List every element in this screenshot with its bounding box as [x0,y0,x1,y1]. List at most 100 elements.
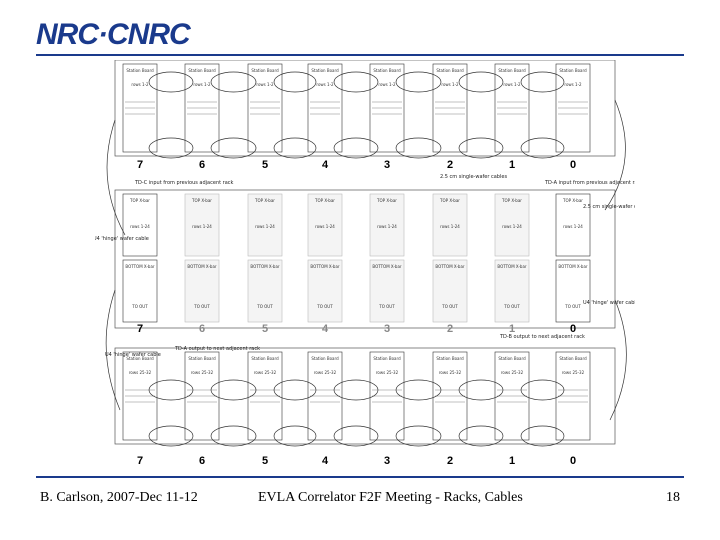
board-label: TOP X-bar [376,198,397,203]
board-label: BOTTOM X-bar [372,264,401,269]
footer-author-date: B. Carlson, 2007-Dec 11-12 [40,490,198,505]
cable-loop [148,137,194,159]
xbar-board-top [494,193,530,257]
rack-frame [114,189,616,329]
board-label: Station Board [498,356,526,361]
xbar-board-top [555,193,591,257]
board-rows-label: rows 1-2 [378,82,396,87]
slot-number: 0 [570,159,576,171]
cable-loop [273,425,317,447]
slot-number: 6 [199,455,205,467]
cable-loop [395,379,442,401]
board-rows-label: rows 25-32 [501,370,524,375]
board-rows-label: rows 25-32 [254,370,277,375]
slot-number: 7 [137,323,143,335]
footer-meeting-title: EVLA Correlator F2F Meeting - Racks, Cab… [258,490,523,505]
board-rows-label: rows 1-24 [255,224,275,229]
cable-loop [333,379,379,401]
cable-loop [458,137,504,159]
cable-loop [458,425,504,447]
xbar-board-bottom [122,259,158,323]
cable-loop [210,425,257,447]
board-label: Station Board [436,68,464,73]
xbar-board-bottom [369,259,405,323]
board-label: Station Board [559,356,587,361]
cable-loop [520,425,565,447]
board-rows-label: rows 1-2 [564,82,582,87]
cable-loop [148,379,194,401]
board-label: Station Board [559,68,587,73]
slot-number: 2 [447,323,453,335]
cable-loop [148,71,194,93]
cable-loop [458,71,504,93]
cable-loop [520,137,565,159]
board-output-label: TO OUT [564,304,581,309]
slot-number: 4 [322,455,329,467]
cable-loop [333,71,379,93]
return-cable [106,119,126,236]
board-rows-label: rows 1-24 [315,224,335,229]
board-rows-label: rows 1-24 [502,224,522,229]
xbar-board-top [247,193,283,257]
header-rule [36,54,684,56]
board-output-label: TO OUT [316,304,333,309]
xbar-board-top [369,193,405,257]
board-label: Station Board [126,68,154,73]
slot-number: 3 [384,455,390,467]
xbar-board-bottom [555,259,591,323]
board-label: Station Board [251,356,279,361]
slot-number: 2 [447,159,453,171]
board-label: Station Board [498,68,526,73]
board-rows-label: rows 25-32 [562,370,585,375]
return-cable [105,289,121,411]
board-label: Station Board [251,68,279,73]
slot-number: 6 [199,159,205,171]
xbar-board-top [184,193,220,257]
board-rows-label: rows 25-32 [314,370,337,375]
board-rows-label: rows 1-24 [130,224,150,229]
board-label: BOTTOM X-bar [125,264,154,269]
board-label: BOTTOM X-bar [310,264,339,269]
board-label: BOTTOM X-bar [435,264,464,269]
board-rows-label: rows 1-24 [440,224,460,229]
board-label: TOP X-bar [191,198,212,203]
board-label: BOTTOM X-bar [558,264,587,269]
page-number: 18 [666,490,680,505]
xbar-board-bottom [307,259,343,323]
board-label: Station Board [373,68,401,73]
xbar-board-bottom [184,259,220,323]
cable-loop [395,71,442,93]
cable-loop [333,425,379,447]
cable-loop [395,425,442,447]
board-rows-label: rows 1-24 [192,224,212,229]
slot-number: 1 [509,159,515,171]
cable-loops [105,71,627,447]
slot-number: 6 [199,323,205,335]
cable-loop [333,137,379,159]
board-label: Station Board [311,68,339,73]
board-label: TOP X-bar [439,198,460,203]
cable-loop [273,71,317,93]
board-output-label: TO OUT [193,304,210,309]
xbar-board-bottom [494,259,530,323]
board-label: TOP X-bar [129,198,150,203]
board-rows-label: rows 1-2 [256,82,274,87]
board-label: Station Board [188,356,216,361]
board-label: Station Board [311,356,339,361]
annotation-tda-output: TD-A output to next adjacent rack [174,346,260,352]
board-output-label: TO OUT [378,304,395,309]
board-output-label: TO OUT [503,304,520,309]
board-label: Station Board [126,356,154,361]
board-label: TOP X-bar [254,198,275,203]
cable-loop [520,71,565,93]
cable-loop [148,425,194,447]
cable-loop [210,379,257,401]
cable-loop [458,379,504,401]
slot-number: 5 [262,159,268,171]
xbar-board-bottom [432,259,468,323]
cable-loop [273,379,317,401]
cable-loop [210,137,257,159]
annotation-hinge-left: U4 'hinge' wafer cable [95,236,149,242]
